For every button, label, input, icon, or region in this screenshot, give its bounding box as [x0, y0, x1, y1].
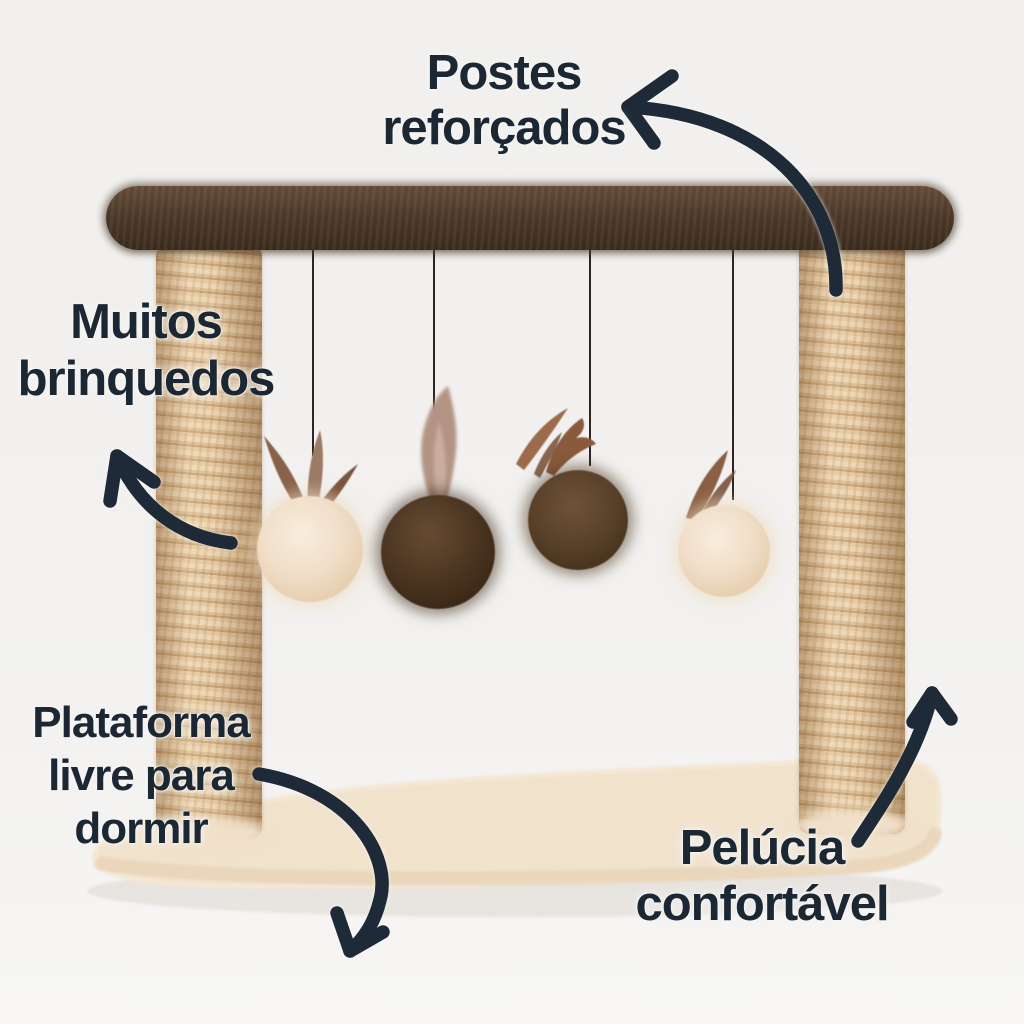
- base-platform: [92, 757, 942, 889]
- label-line: livre para: [48, 751, 235, 800]
- label-line: brinquedos: [17, 352, 276, 406]
- label-free-sleep-platform: Plataforma livre para dormir: [32, 696, 250, 855]
- label-line: Postes: [426, 46, 583, 100]
- label-line: dormir: [74, 804, 208, 853]
- toy-feathers: [421, 386, 457, 518]
- toy-string: [589, 250, 591, 466]
- label-many-toys: Muitos brinquedos: [17, 294, 276, 408]
- base-front-edge: [95, 827, 942, 886]
- pom-pom: [257, 496, 363, 602]
- left-post-foot-tuft: [150, 818, 268, 848]
- label-comfy-plush: Pelúcia confortável: [635, 820, 889, 932]
- curved-arrow-plush-icon: [851, 686, 958, 848]
- curved-arrow-toys-icon: [103, 449, 238, 550]
- toy-string: [732, 250, 734, 500]
- right-post-foot-tuft: [794, 810, 910, 840]
- label-line: reforçados: [382, 101, 626, 155]
- pom-pom: [678, 505, 770, 597]
- curved-arrow-platform-icon: [252, 767, 390, 958]
- label-line: Pelúcia: [679, 821, 846, 875]
- toy-feathers: [516, 408, 596, 478]
- label-line: confortável: [635, 877, 889, 931]
- label-line: Plataforma: [32, 698, 250, 747]
- pom-pom: [528, 470, 628, 570]
- toy-string: [312, 250, 314, 456]
- curved-arrow-posts-icon: [621, 69, 843, 297]
- label-line: Muitos: [70, 295, 223, 349]
- label-reinforced-posts: Postes reforçados: [382, 46, 626, 156]
- pom-pom: [381, 495, 495, 609]
- right-post: [799, 242, 905, 834]
- toy-string: [433, 250, 435, 422]
